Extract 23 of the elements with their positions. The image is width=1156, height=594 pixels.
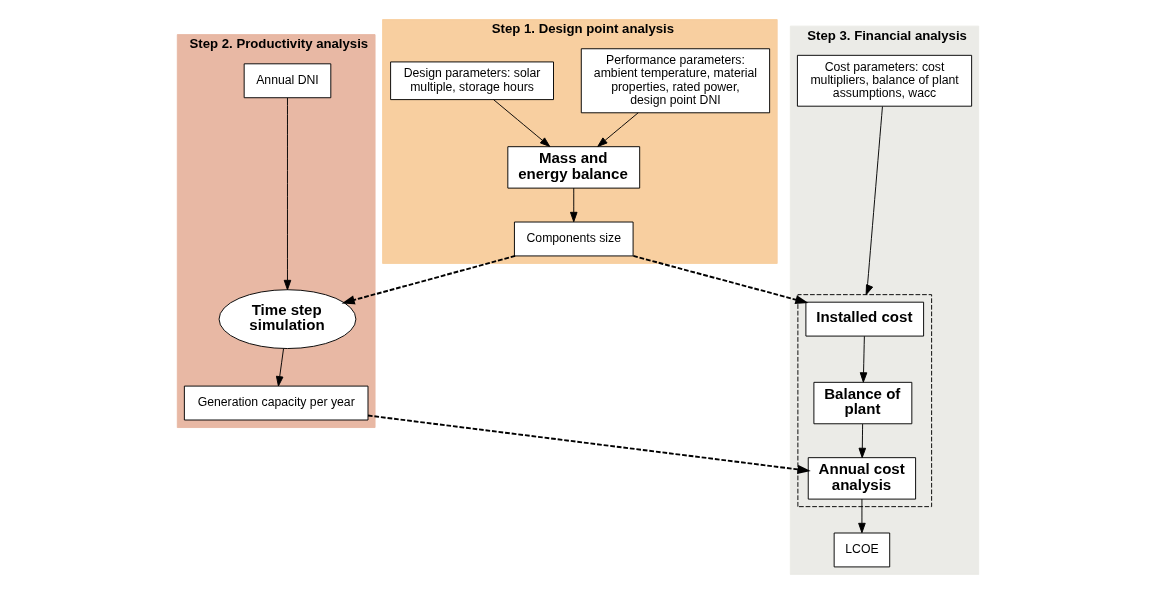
node-box: Cost parameters: cost multipliers, balance of plant assumptions, wacc bbox=[796, 54, 973, 107]
arrow bbox=[597, 112, 639, 147]
node-box: Generation capacity per year bbox=[183, 385, 369, 421]
node-box: Balance of plant bbox=[813, 381, 913, 425]
arrow bbox=[570, 187, 578, 223]
arrow bbox=[283, 97, 292, 291]
node-box: Design parameters: solar multiple, storage hours bbox=[390, 61, 554, 101]
node-box: LCOE bbox=[833, 532, 891, 568]
node-box: Performance parameters: ambient temperature, material properties, rated power, design point DNI bbox=[580, 48, 771, 114]
arrow bbox=[493, 99, 551, 147]
arrow bbox=[859, 335, 868, 383]
node-box: Mass and energy balance bbox=[507, 146, 641, 189]
arrow bbox=[341, 255, 517, 305]
arrow bbox=[367, 414, 811, 474]
arrow bbox=[865, 106, 883, 296]
arrow bbox=[858, 498, 866, 534]
node-box: Annual cost analysis bbox=[807, 457, 917, 500]
arrow bbox=[275, 348, 284, 387]
node-box: Components size bbox=[513, 221, 634, 257]
node-box: Annual DNI bbox=[243, 63, 332, 99]
arrow bbox=[858, 423, 867, 459]
node-box: Installed cost bbox=[805, 301, 925, 337]
arrow bbox=[632, 255, 809, 305]
